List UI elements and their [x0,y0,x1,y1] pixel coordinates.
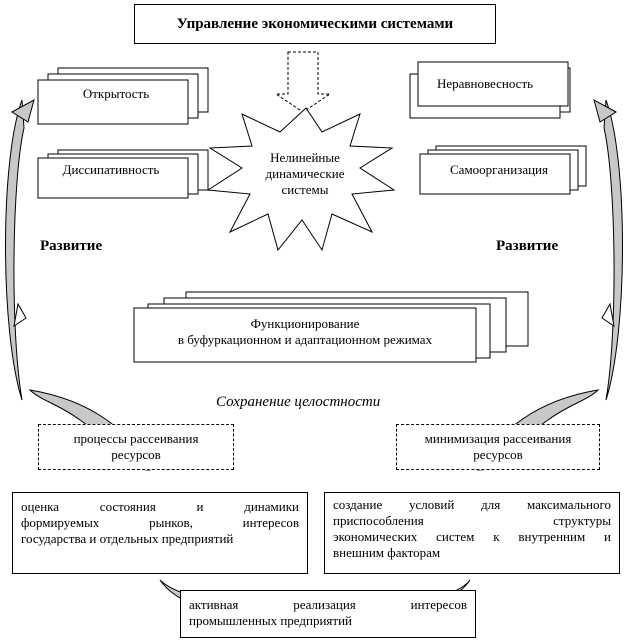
dashed-down-arrow [274,51,332,113]
right-arc-head-top [593,98,617,123]
left-arc-head-top [11,98,35,123]
box-bottom-line1: активная реализация интересов [189,597,467,612]
star-line2: динамические [265,166,345,181]
openness-label: Открытость [82,86,150,101]
left-development-arc [5,99,25,401]
dissipation-processes-box: процессы рассеивания ресурсов [38,424,234,470]
box-right-line2: приспособления структуры [333,513,611,528]
market-assessment-box: оценка состояния и динамики формируемых … [12,492,308,574]
dashed-left-line1: процессы рассеивания [73,431,199,446]
box-right-line1: создание условий для максимального [333,497,611,512]
box-right-line3: экономических систем к внутренним и [333,529,611,544]
development-left-label: Развитие [40,238,103,254]
right-arc-head-bottom [601,302,615,328]
right-development-arc [603,99,623,401]
title-box: Управление экономическими системами [134,4,496,44]
functioning-line1: Функционирование [250,316,360,331]
nonlinear-star [206,107,396,252]
box-left-line3: государства и отдельных предприятий [21,531,234,546]
star-text: Нелинейные динамические системы [250,150,360,198]
selforganization-label: Самоорганизация [450,162,548,177]
adaptation-conditions-box: создание условий для максимального присп… [324,492,620,574]
interests-realization-box: активная реализация интересов промышленн… [180,590,476,638]
star-line1: Нелинейные [270,150,340,165]
box-right-line4: внешним факторам [333,545,441,560]
dashed-left-line2: ресурсов [111,447,161,462]
functioning-line2: в буфуркационном и адаптационном режимах [177,332,433,347]
star-line3: системы [281,182,329,197]
development-right-label: Развитие [496,238,559,254]
dissipation-minimization-box: минимизация рассеивания ресурсов [396,424,600,470]
integrity-label: Сохранение целостности [216,394,381,410]
left-arc-head-bottom [13,302,27,328]
dissipativity-label: Диссипативность [62,162,160,177]
functioning-text: Функционирование в буфуркационном и адап… [136,316,474,348]
nonequilibrium-label: Неравновесность [436,76,534,91]
dashed-right-line2: ресурсов [473,447,523,462]
box-bottom-line2: промышленных предприятий [189,613,352,628]
title-text: Управление экономическими системами [176,15,454,32]
dashed-right-line1: минимизация рассеивания [424,431,572,446]
box-left-line2: формируемых рынков, интересов [21,515,299,530]
box-left-line1: оценка состояния и динамики [21,499,299,514]
